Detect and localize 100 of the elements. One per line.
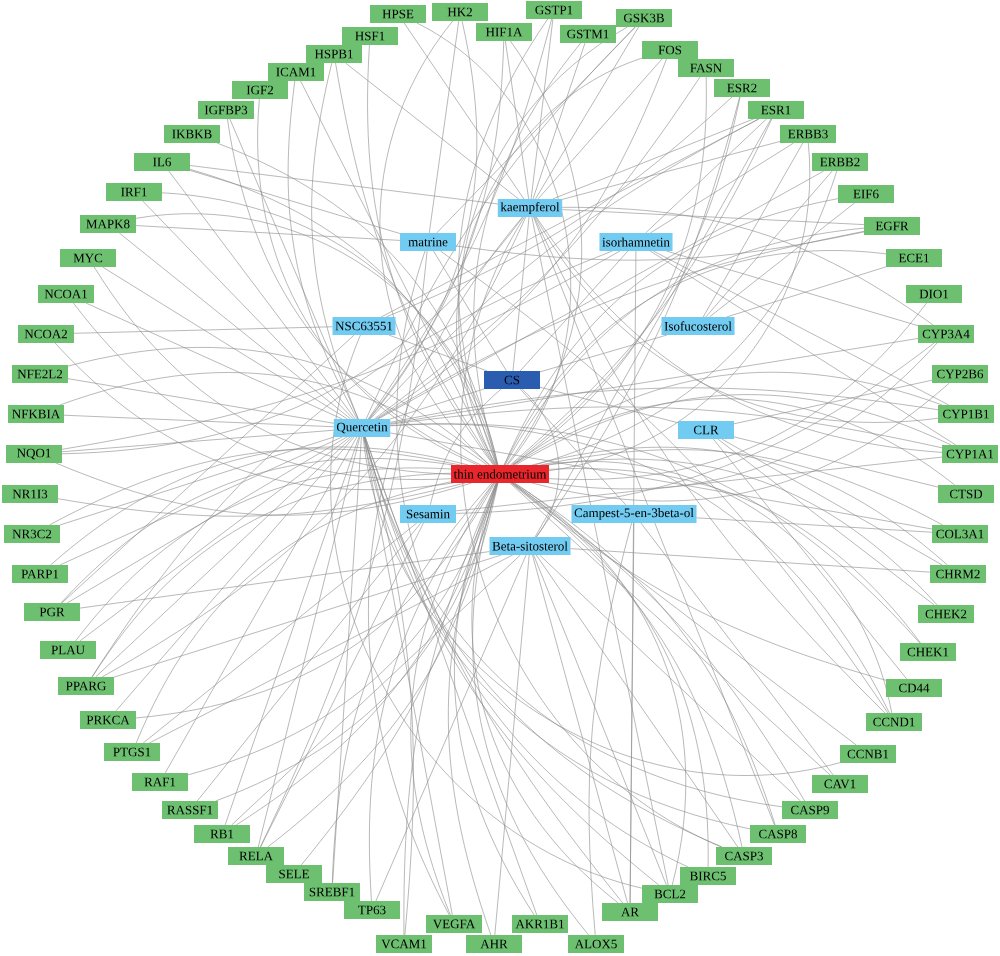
edge-line	[506, 40, 582, 466]
edge-line	[224, 436, 360, 826]
edge-line	[385, 96, 733, 318]
edge-line	[85, 302, 343, 420]
edge-line	[533, 216, 886, 714]
edge-line	[389, 388, 485, 420]
edge-line	[61, 334, 355, 604]
edge-line	[512, 372, 943, 466]
edge-line	[539, 386, 679, 424]
edge-line	[455, 456, 943, 512]
edge-line	[102, 266, 348, 420]
edge-line	[733, 436, 939, 488]
edge-line	[59, 372, 488, 466]
edge-line	[55, 462, 472, 516]
edge-line	[561, 207, 934, 326]
edge-line	[532, 554, 628, 904]
edge-line	[75, 467, 452, 642]
edge-line	[364, 436, 414, 936]
edge-line	[118, 232, 352, 420]
edge-line	[717, 438, 935, 606]
edge-line	[79, 551, 490, 609]
edge-line	[142, 522, 418, 744]
edge-line	[396, 250, 689, 868]
edge-line	[511, 96, 741, 466]
edge-line	[389, 387, 939, 423]
edge-line	[531, 447, 948, 566]
edge-line	[369, 20, 478, 420]
edge-line	[59, 436, 335, 526]
edge-line	[455, 231, 865, 261]
edge-line	[189, 170, 401, 234]
edge-line	[135, 482, 496, 719]
edge-line	[640, 522, 834, 776]
edge-line	[367, 18, 552, 420]
edge-line	[539, 334, 668, 373]
edge-line	[257, 436, 361, 848]
edge-line	[92, 472, 452, 678]
edge-line	[377, 170, 825, 420]
edge-line	[389, 406, 943, 449]
edge-line	[513, 398, 955, 486]
edge-line	[311, 62, 359, 420]
edge-line	[50, 446, 469, 566]
edge-line	[332, 482, 493, 884]
edge-line	[73, 326, 333, 334]
edge-line	[61, 250, 621, 450]
edge-line	[115, 436, 355, 712]
edge-line	[588, 522, 632, 936]
edge-line	[345, 62, 519, 200]
edge-line	[61, 216, 524, 455]
edge-line	[368, 40, 505, 420]
edge-line	[561, 209, 865, 225]
edge-line	[510, 118, 773, 466]
edge-line	[267, 482, 499, 848]
edge-line	[436, 26, 636, 234]
edge-line	[570, 548, 931, 573]
edge-line	[521, 388, 560, 538]
edge-line	[712, 438, 908, 680]
edge-line	[49, 448, 461, 526]
edge-line	[231, 554, 521, 826]
edge-line	[503, 198, 839, 466]
edge-line	[57, 482, 466, 517]
edge-line	[332, 436, 362, 884]
edge-line	[652, 250, 950, 406]
edge-line	[494, 554, 530, 936]
edge-line	[533, 554, 667, 886]
edge-line	[512, 216, 530, 372]
edge-line	[547, 342, 938, 490]
edge-line	[733, 379, 933, 425]
edge-line	[433, 250, 507, 372]
edge-line	[702, 142, 804, 318]
edge-line	[379, 20, 490, 466]
edge-line	[696, 517, 933, 533]
edge-line	[428, 20, 460, 234]
edge-line	[403, 22, 525, 200]
edge-line	[531, 382, 950, 502]
edge-line	[168, 170, 356, 420]
edge-line	[511, 482, 743, 848]
edge-line	[300, 80, 496, 466]
edge-line	[532, 42, 586, 200]
edge-line	[666, 250, 919, 326]
edge-line	[59, 436, 343, 566]
edge-line	[364, 436, 538, 916]
edge-line	[63, 414, 335, 428]
edge-line	[535, 26, 639, 200]
edge-line	[548, 142, 810, 472]
edge-line	[362, 436, 841, 776]
edge-line	[460, 216, 722, 848]
edge-line	[649, 250, 957, 446]
edge-line	[726, 266, 887, 318]
edge-line	[530, 18, 554, 200]
edge-line	[91, 250, 613, 678]
edge-line	[335, 62, 495, 466]
edge-line	[189, 165, 499, 205]
edge-line	[113, 554, 502, 678]
edge-line	[227, 118, 482, 466]
edge-line	[367, 44, 494, 466]
edge-line	[95, 436, 353, 678]
edge-line	[142, 200, 354, 420]
edge-line	[389, 423, 890, 714]
edge-line	[196, 522, 422, 802]
edge-line	[535, 554, 739, 848]
